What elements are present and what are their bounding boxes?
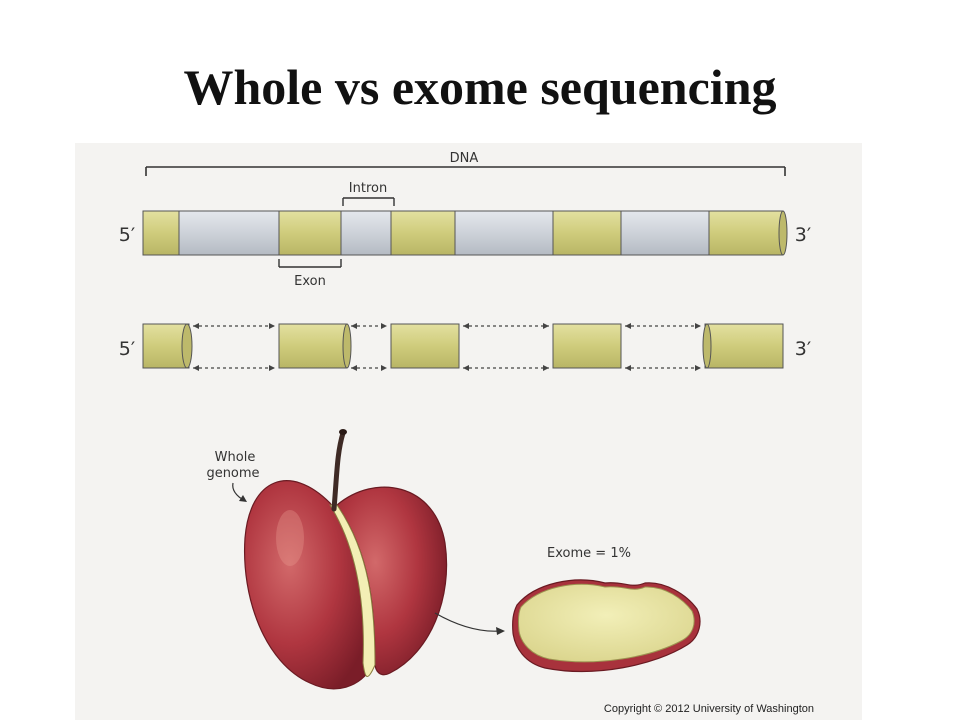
exon-segment [552,210,622,256]
exon-segment [278,323,348,369]
intron-segment [620,210,710,256]
exon-segment [704,323,784,369]
illustration-svg: DNA Intron 5′ 3′ Exon [119,151,811,690]
five-prime-label-top: 5′ [119,224,135,246]
exon-segment [142,210,180,256]
dna-label: DNA [450,151,479,166]
intron-segment [174,210,280,256]
intron-label: Intron [349,181,387,196]
exon-segment [390,323,460,369]
dna-exome-illustration: DNA Intron 5′ 3′ Exon [75,143,862,720]
whole-genome-label-line1: Whole [215,450,256,465]
copyright-notice: Copyright © 2012 University of Washingto… [603,703,814,715]
exon-segment [552,323,622,369]
three-prime-label-bottom: 3′ [795,338,811,360]
apple-whole-genome [243,429,448,690]
exon-bracket [278,259,342,268]
intron-segment [338,210,394,256]
exon-label: Exon [294,274,326,289]
exon-segment [708,210,784,256]
exon-segment [278,210,342,256]
exome-label: Exome = 1% [547,546,631,561]
intron-segment [454,210,554,256]
dna-strand-full [142,210,788,256]
three-prime-label-top: 3′ [795,224,811,246]
five-prime-label-bottom: 5′ [119,338,135,360]
apple-slice-exome [512,579,701,673]
gap-arrowheads [193,323,701,371]
slide-title: Whole vs exome sequencing [183,59,777,115]
apple-to-exome-arrow [434,612,501,632]
dna-bracket [145,166,786,176]
whole-genome-label-line2: genome [206,466,259,481]
dna-strand-exome [142,323,784,369]
intron-bracket [342,197,395,206]
exon-segment [390,210,456,256]
